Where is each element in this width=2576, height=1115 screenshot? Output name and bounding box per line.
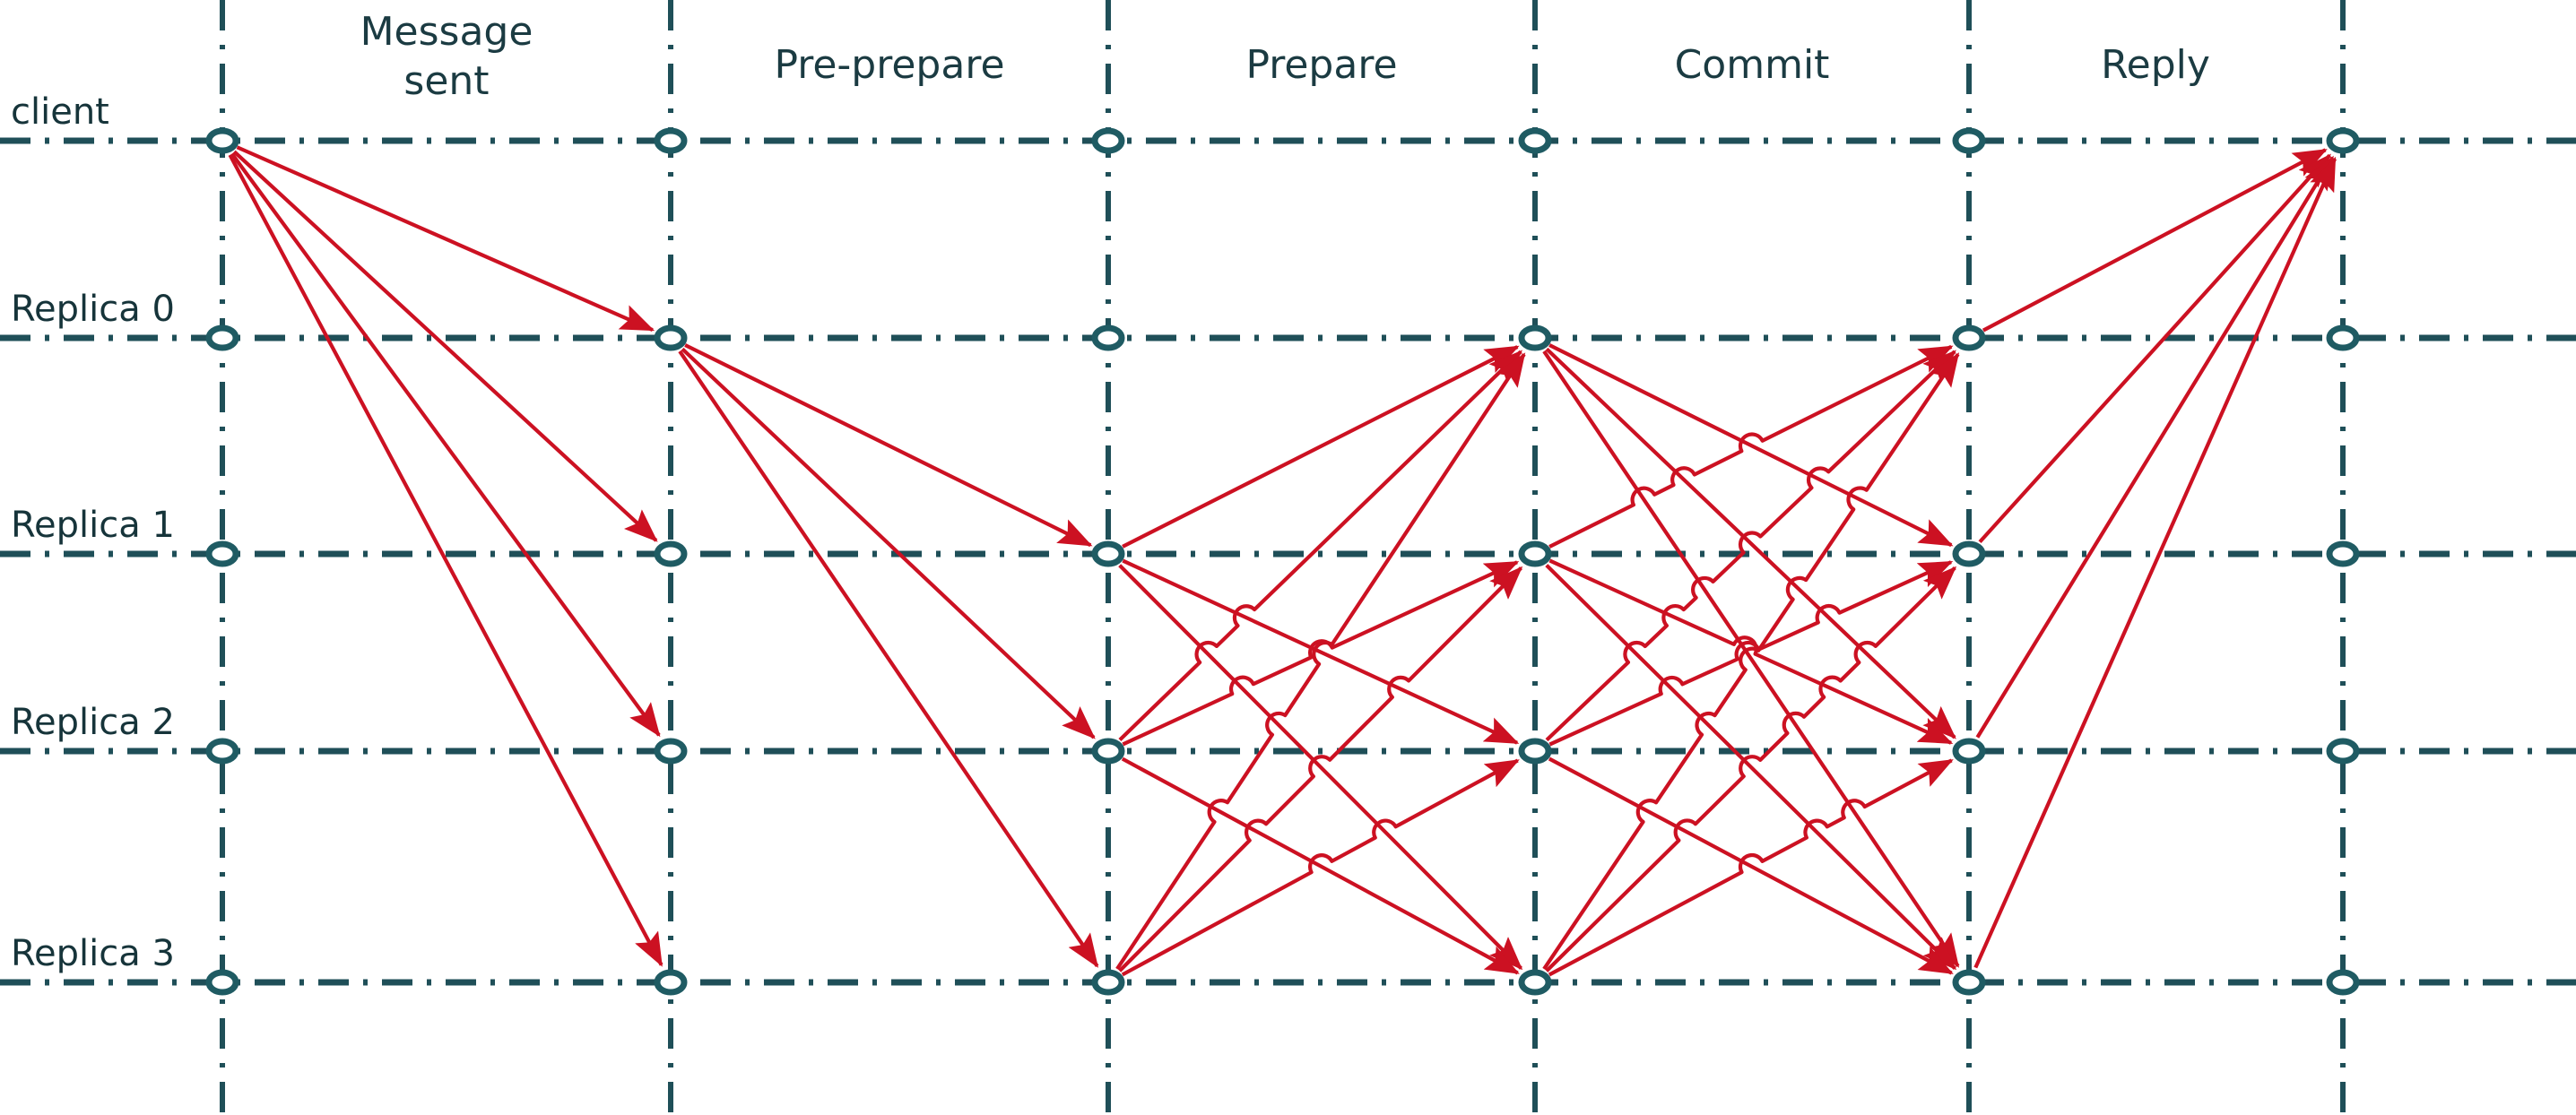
lane-label-replica-2: Replica 2	[11, 702, 175, 743]
node-replica-3-col-2[interactable]	[1091, 969, 1125, 996]
node-replica-0-col-1[interactable]	[654, 324, 688, 351]
message-arrows	[228, 145, 2337, 977]
node-client-col-0[interactable]	[205, 127, 239, 154]
arrow-prepare-replica-3-to-replica-0	[1115, 352, 1526, 971]
node-replica-3-col-5[interactable]	[2326, 969, 2360, 996]
lane-label-client: client	[11, 91, 109, 133]
phase-label-prepare: Prepare	[1245, 42, 1397, 88]
node-replica-1-col-1[interactable]	[654, 540, 688, 567]
node-replica-3-col-0[interactable]	[205, 969, 239, 996]
node-replica-2-col-2[interactable]	[1091, 738, 1125, 765]
arrow-message-sent-client-to-replica-0	[236, 145, 655, 333]
node-replica-1-col-0[interactable]	[205, 540, 239, 567]
arrow-message-sent-client-to-replica-2	[230, 152, 661, 738]
node-replica-0-col-5[interactable]	[2326, 324, 2360, 351]
timeline-lane-lines	[0, 137, 2576, 986]
arrow-pre-prepare-replica-0-to-replica-3	[678, 350, 1099, 968]
node-replica-1-col-4[interactable]	[1952, 540, 1986, 567]
lane-label-replica-3: Replica 3	[11, 933, 175, 974]
node-replica-0-col-3[interactable]	[1518, 324, 1552, 351]
arrow-reply-replica-3-to-client	[1973, 156, 2337, 969]
phase-divider-lines	[220, 0, 2346, 1115]
lane-label-replica-1: Replica 1	[11, 505, 175, 546]
arrow-message-sent-client-to-replica-1	[232, 150, 658, 542]
arrow-prepare-replica-1-to-replica-3	[1118, 564, 1523, 971]
timeline-nodes	[205, 127, 2360, 996]
arrow-reply-replica-2-to-client	[1975, 155, 2335, 739]
arrow-prepare-replica-3-to-replica-1	[1118, 566, 1523, 972]
arrow-commit-replica-2-to-replica-1	[1548, 560, 1954, 747]
node-client-col-4[interactable]	[1952, 127, 1986, 154]
node-client-col-5[interactable]	[2326, 127, 2360, 154]
node-replica-2-col-1[interactable]	[654, 738, 688, 765]
node-replica-1-col-5[interactable]	[2326, 540, 2360, 567]
arrow-prepare-replica-3-to-replica-2	[1121, 758, 1520, 977]
arrow-commit-replica-2-to-replica-0	[1545, 350, 1956, 742]
node-replica-2-col-0[interactable]	[205, 738, 239, 765]
node-replica-3-col-3[interactable]	[1518, 969, 1552, 996]
arrow-prepare-replica-1-to-replica-0	[1122, 345, 1520, 549]
node-replica-0-col-2[interactable]	[1091, 324, 1125, 351]
arrow-reply-replica-0-to-client	[1982, 148, 2328, 333]
node-replica-0-col-4[interactable]	[1952, 324, 1986, 351]
node-replica-1-col-3[interactable]	[1518, 540, 1552, 567]
arrow-commit-replica-1-to-replica-0	[1548, 344, 1954, 549]
arrow-pre-prepare-replica-0-to-replica-1	[684, 343, 1093, 548]
phase-label-pre-prepare: Pre-prepare	[774, 42, 1004, 88]
node-replica-3-col-4[interactable]	[1952, 969, 1986, 996]
lane-label-replica-0: Replica 0	[11, 289, 175, 330]
node-replica-2-col-3[interactable]	[1518, 738, 1552, 765]
arrow-commit-replica-1-to-replica-2	[1548, 558, 1954, 745]
node-replica-2-col-5[interactable]	[2326, 738, 2360, 765]
phase-label-reply: Reply	[2101, 42, 2210, 88]
node-client-col-3[interactable]	[1518, 127, 1552, 154]
arrow-commit-replica-0-to-replica-2	[1545, 347, 1956, 739]
arrow-commit-replica-3-to-replica-2	[1548, 758, 1954, 977]
arrow-message-sent-client-to-replica-3	[228, 153, 664, 967]
node-client-col-1[interactable]	[654, 127, 688, 154]
arrow-prepare-replica-2-to-replica-0	[1118, 350, 1523, 741]
arrow-commit-replica-0-to-replica-1	[1548, 343, 1954, 548]
arrow-pre-prepare-replica-0-to-replica-2	[681, 347, 1096, 739]
arrow-prepare-replica-2-to-replica-3	[1121, 756, 1520, 975]
arrow-commit-replica-1-to-replica-3	[1545, 564, 1957, 971]
node-client-col-2[interactable]	[1091, 127, 1125, 154]
arrow-prepare-replica-1-to-replica-2	[1122, 558, 1520, 745]
arrow-commit-replica-3-to-replica-0	[1542, 352, 1960, 971]
node-replica-2-col-4[interactable]	[1952, 738, 1986, 765]
arrow-commit-replica-0-to-replica-3	[1542, 350, 1960, 968]
arrow-commit-replica-2-to-replica-3	[1548, 756, 1954, 975]
node-replica-0-col-0[interactable]	[205, 324, 239, 351]
phase-label-commit: Commit	[1675, 42, 1830, 88]
node-replica-3-col-1[interactable]	[654, 969, 688, 996]
node-replica-1-col-2[interactable]	[1091, 540, 1125, 567]
arrow-reply-replica-1-to-client	[1978, 153, 2331, 544]
arrow-commit-replica-3-to-replica-1	[1545, 566, 1957, 972]
